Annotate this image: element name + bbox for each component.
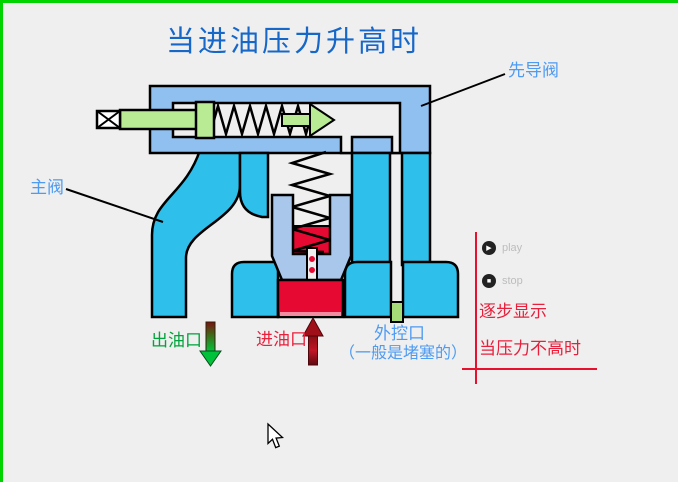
stop-button-label: stop — [502, 275, 523, 287]
stop-button[interactable]: ■ stop — [482, 274, 523, 288]
channel-mid-column — [350, 151, 392, 267]
inlet-port-label: 进油口 — [256, 330, 307, 349]
pilot-piston-rod — [118, 108, 200, 131]
channel-right-column — [400, 151, 432, 267]
main-spool — [270, 193, 353, 282]
main-valve-leader-line — [65, 188, 164, 223]
play-icon: ▶ — [482, 241, 496, 255]
block-bottom-right-a — [343, 260, 393, 319]
pilot-valve-label: 先导阀 — [508, 61, 559, 80]
block-bottom-center — [230, 260, 280, 319]
inlet-chamber-bottom — [280, 312, 341, 316]
main-valve-body — [150, 148, 242, 319]
play-button[interactable]: ▶ play — [482, 241, 522, 255]
pilot-spring — [212, 101, 312, 139]
step-display-note: 逐步显示 — [479, 302, 547, 321]
control-port-note: （一般是堵塞的） — [339, 345, 468, 362]
oil-dot — [309, 267, 315, 273]
control-port-label: 外控口 — [374, 324, 425, 343]
inlet-arrow-icon — [302, 316, 324, 366]
mouse-cursor-icon — [267, 422, 285, 449]
page-title: 当进油压力升高时 — [166, 26, 423, 58]
play-button-label: play — [502, 242, 523, 254]
pilot-valve-leader-line — [420, 73, 506, 107]
block-bottom-right-b — [401, 260, 460, 319]
control-port-plug — [390, 301, 404, 323]
frame-border-left — [0, 0, 3, 482]
inlet-pressure-chamber — [276, 278, 345, 319]
pilot-force-arrow — [281, 102, 336, 138]
frame-border-top — [0, 0, 678, 3]
main-valve-label: 主阀 — [30, 178, 64, 197]
adjuster-screw-icon — [95, 109, 122, 130]
outlet-port-label: 出油口 — [151, 331, 202, 350]
low-pressure-note: 当压力不高时 — [479, 339, 581, 358]
outlet-arrow-icon — [199, 321, 222, 367]
oil-dot — [309, 256, 315, 262]
pilot-piston-head — [194, 100, 216, 140]
pilot-bore — [171, 101, 402, 155]
stop-icon: ■ — [482, 274, 496, 288]
channel-left-column — [238, 151, 270, 219]
